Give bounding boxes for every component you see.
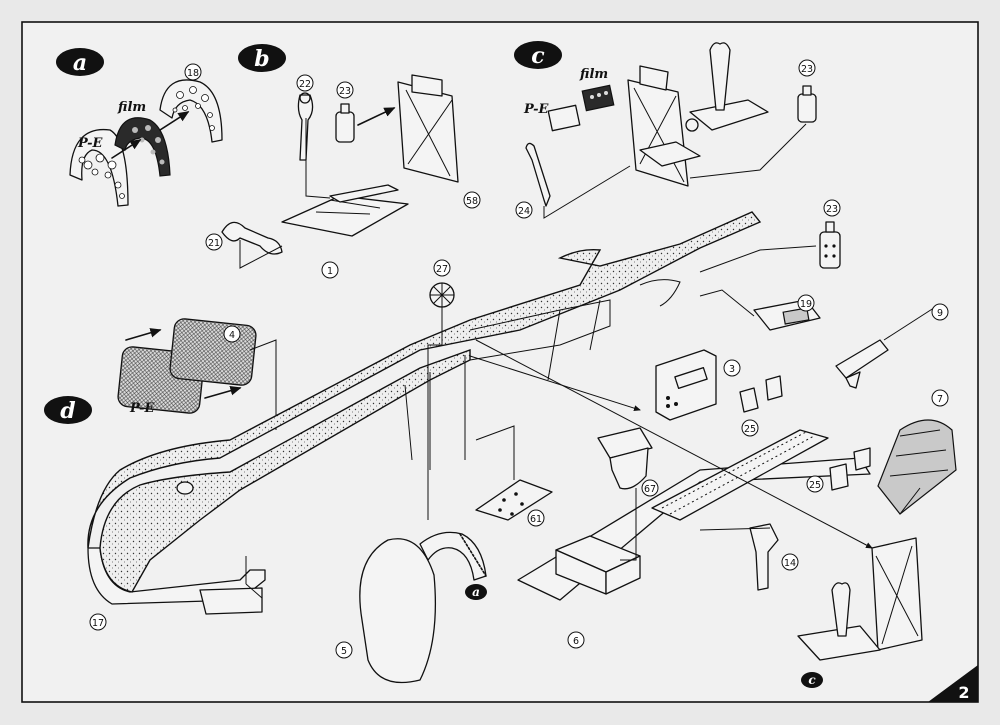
- section-c: c film P-E 23 24: [514, 41, 817, 219]
- callout-27: 27: [436, 264, 448, 275]
- bottle-23-c: [797, 93, 817, 123]
- lever-24: [525, 142, 551, 207]
- bottle-23-b: [335, 111, 355, 143]
- ref-a-letter: a: [472, 585, 480, 599]
- callout-25-a: 25: [744, 424, 756, 435]
- page-number: 2: [958, 683, 969, 702]
- pe-instrument-panel: [69, 128, 129, 207]
- callout-22: 22: [299, 79, 311, 90]
- callout-24: 24: [518, 206, 530, 217]
- rudder-pedals-21: [221, 221, 283, 255]
- callout-67: 67: [644, 484, 656, 495]
- callout-21: 21: [208, 238, 220, 249]
- film-label-c: film: [579, 67, 608, 82]
- section-a: a P-E film 18: [56, 48, 223, 207]
- callout-23-b: 23: [339, 86, 351, 97]
- section-d-letter: d: [60, 398, 75, 424]
- callout-18: 18: [187, 68, 199, 79]
- callout-23-c: 23: [801, 64, 813, 75]
- ref-c-badge: [801, 672, 823, 688]
- callout-25-b: 25: [809, 480, 821, 491]
- section-a-letter: a: [73, 50, 87, 76]
- bottle-23-d: [819, 231, 841, 269]
- ref-c-letter: c: [808, 673, 816, 687]
- callout-6: 6: [573, 636, 579, 647]
- callout-58: 58: [466, 196, 478, 207]
- pe-label-a: P-E: [77, 136, 103, 151]
- section-c-letter: c: [531, 43, 545, 69]
- callout-17: 17: [92, 618, 104, 629]
- bottle-23-b-cap: [340, 103, 350, 114]
- section-d: d P-E 4 17 27 5 a: [44, 199, 957, 688]
- fuselage-half: [87, 211, 762, 549]
- section-b-badge: [238, 44, 286, 72]
- pe-label-c: P-E: [523, 102, 549, 117]
- section-a-badge: [56, 48, 104, 76]
- callout-23-d: 23: [826, 204, 838, 215]
- callout-5: 5: [341, 646, 347, 657]
- callout-14: 14: [784, 558, 796, 569]
- callout-19: 19: [800, 299, 812, 310]
- callout-1: 1: [327, 266, 333, 277]
- cockpit-floor-1: [281, 195, 409, 237]
- callout-3: 3: [729, 364, 735, 375]
- section-b-letter: b: [254, 46, 269, 72]
- pe-placard-c: [547, 104, 581, 132]
- callout-4: 4: [229, 330, 235, 341]
- pilot-seat-7: [877, 419, 957, 515]
- page-corner: [928, 665, 978, 702]
- callout-9: 9: [937, 308, 943, 319]
- section-b: b 22 23 58 1 21: [205, 44, 481, 279]
- ref-a-badge: [465, 584, 487, 600]
- placard-61: [475, 479, 553, 521]
- section-c-badge: [514, 41, 562, 69]
- section-d-badge: [44, 396, 92, 424]
- stick-grip-14: [749, 523, 779, 591]
- seat-rail: [651, 429, 829, 521]
- radiator-grill-resin: [169, 318, 257, 386]
- film-label-a: film: [117, 100, 146, 115]
- machine-gun-9: [835, 339, 889, 379]
- pe-label-d: P-E: [129, 401, 155, 416]
- callout-61: 61: [530, 514, 542, 525]
- armor-panel-5: [359, 538, 436, 684]
- callout-7: 7: [937, 394, 943, 405]
